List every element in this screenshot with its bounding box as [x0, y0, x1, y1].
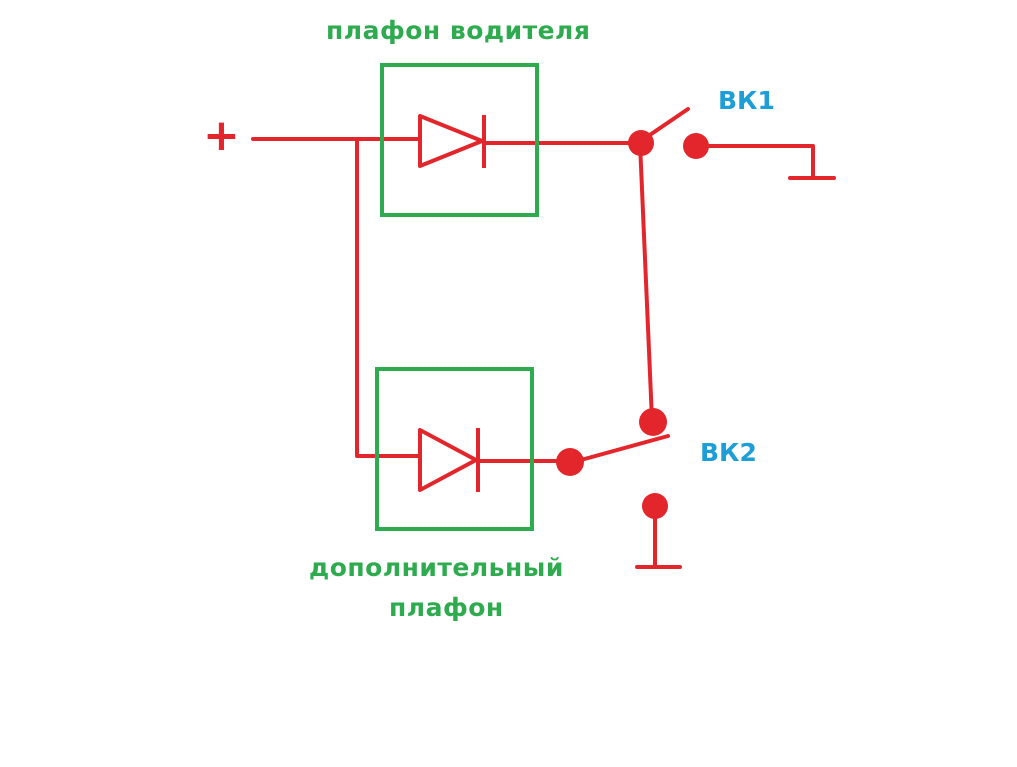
switch1-common-dot	[628, 130, 654, 156]
wire-branch	[355, 137, 422, 458]
switch2-top-dot	[639, 408, 667, 436]
extra-lamp-box	[375, 367, 534, 531]
wire-ground1	[694, 144, 815, 180]
switch2-common-dot	[556, 448, 584, 476]
wire-switch-link	[638, 141, 654, 422]
switch1-contact-dot	[683, 133, 709, 159]
switch2-label: ВК2	[700, 438, 757, 467]
switch2-blade	[568, 434, 670, 465]
driver-lamp-label: плафон водителя	[326, 16, 591, 45]
plus-terminal-label: +	[203, 110, 240, 161]
extra-lamp-label-line1: дополнительный	[309, 553, 564, 582]
diode1-triangle	[418, 114, 484, 168]
switch2-contact-dot	[642, 493, 668, 519]
extra-lamp-label-line2: плафон	[389, 593, 504, 622]
driver-lamp-box	[380, 63, 539, 217]
switch1-label: ВК1	[718, 86, 775, 115]
diode2-triangle	[418, 428, 478, 492]
